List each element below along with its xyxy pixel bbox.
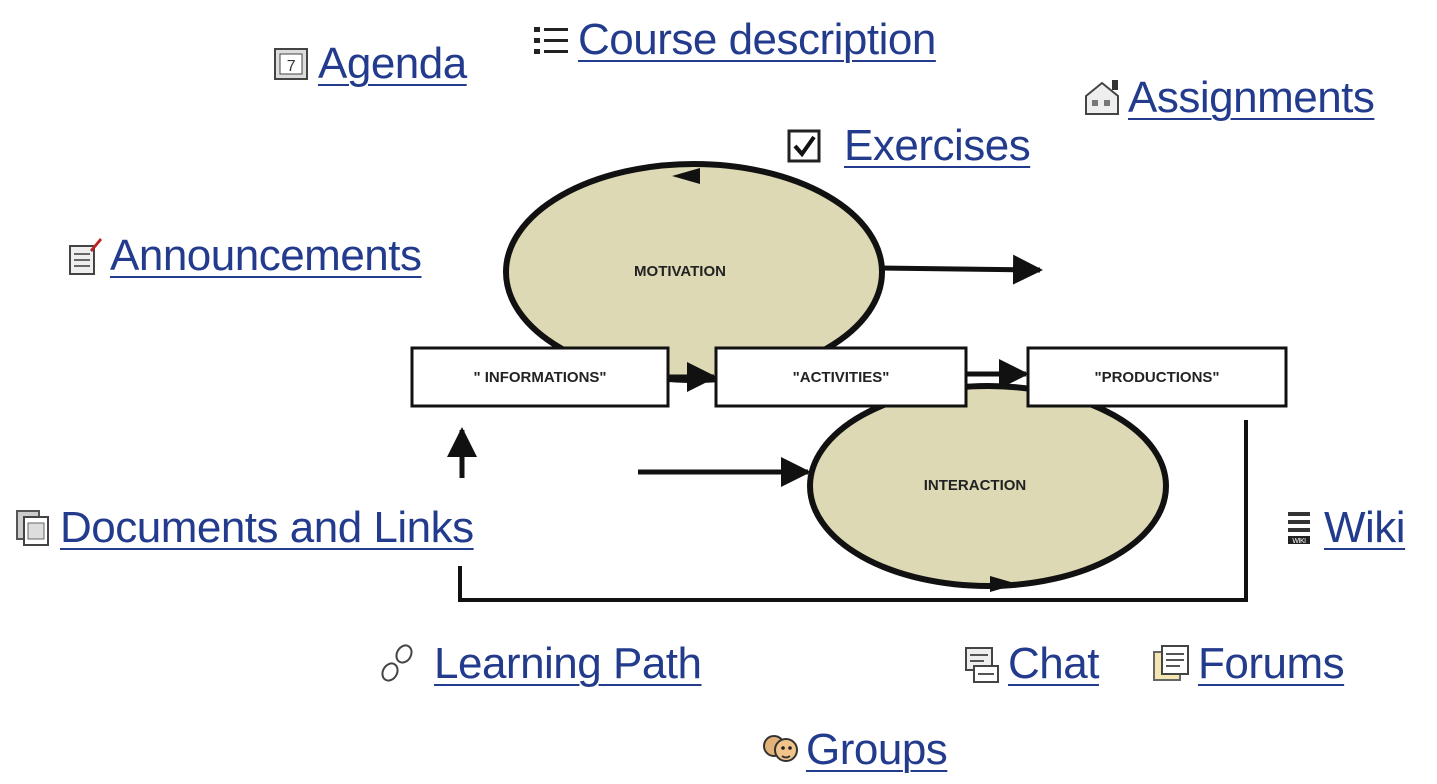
exercises-label: Exercises: [844, 121, 1031, 170]
svg-text:WIKI: WIKI: [1292, 538, 1306, 545]
learning-path-link[interactable]: Learning Path: [378, 642, 702, 686]
svg-text:7: 7: [287, 58, 296, 75]
agenda-link[interactable]: 7 Agenda: [272, 42, 467, 86]
wiki-link[interactable]: WIKI Wiki: [1286, 503, 1406, 552]
chat-label: Chat: [1008, 639, 1099, 688]
course-description-link[interactable]: Course description: [532, 18, 936, 62]
list-icon: [534, 27, 568, 54]
motivation-top-arrow: [672, 168, 700, 184]
footprints-icon: [381, 644, 413, 682]
informations-box: [410, 346, 670, 408]
activities-box: [714, 346, 968, 408]
course-description-label: Course description: [578, 15, 936, 64]
groups-label: Groups: [806, 725, 948, 774]
assignments-label: Assignments: [1128, 73, 1375, 122]
chat-link[interactable]: Chat: [962, 642, 1099, 686]
forums-link[interactable]: Forums: [1152, 639, 1345, 688]
wiki-label: Wiki: [1324, 503, 1406, 552]
groups-link[interactable]: Groups: [760, 725, 948, 774]
forums-label: Forums: [1198, 639, 1345, 688]
documents-icon: [16, 510, 49, 546]
documents-links-label: Documents and Links: [60, 503, 474, 552]
chat-icon: [965, 647, 999, 683]
exercises-link[interactable]: Exercises: [784, 121, 1031, 170]
activities-label: "ACTIVITIES": [793, 369, 890, 386]
checkbox-icon: [787, 129, 821, 163]
agenda-label: Agenda: [318, 39, 467, 88]
announcements-label: Announcements: [110, 231, 422, 280]
feedback-loop-arrowhead: [990, 576, 1018, 592]
documents-links-link[interactable]: Documents and Links: [14, 506, 474, 550]
motivation-out-arrow: [879, 254, 1043, 285]
wiki-icon: WIKI: [1288, 512, 1310, 545]
house-icon: [1085, 80, 1119, 115]
announcements-link[interactable]: Announcements: [64, 234, 422, 278]
feedback-loop-line: [458, 420, 1248, 602]
motivation-label: MOTIVATION: [634, 263, 726, 280]
notepad-icon: [69, 238, 102, 275]
productions-label: "PRODUCTIONS": [1094, 369, 1219, 386]
informations-label: " INFORMATIONS": [473, 369, 606, 386]
interaction-label: INTERACTION: [924, 477, 1027, 494]
forum-icon: [1153, 645, 1189, 681]
calendar-icon: 7: [274, 48, 308, 80]
group-icon: [763, 735, 798, 762]
productions-box: [1026, 346, 1288, 408]
assignments-link[interactable]: Assignments: [1082, 73, 1375, 122]
learning-path-label: Learning Path: [434, 639, 702, 688]
